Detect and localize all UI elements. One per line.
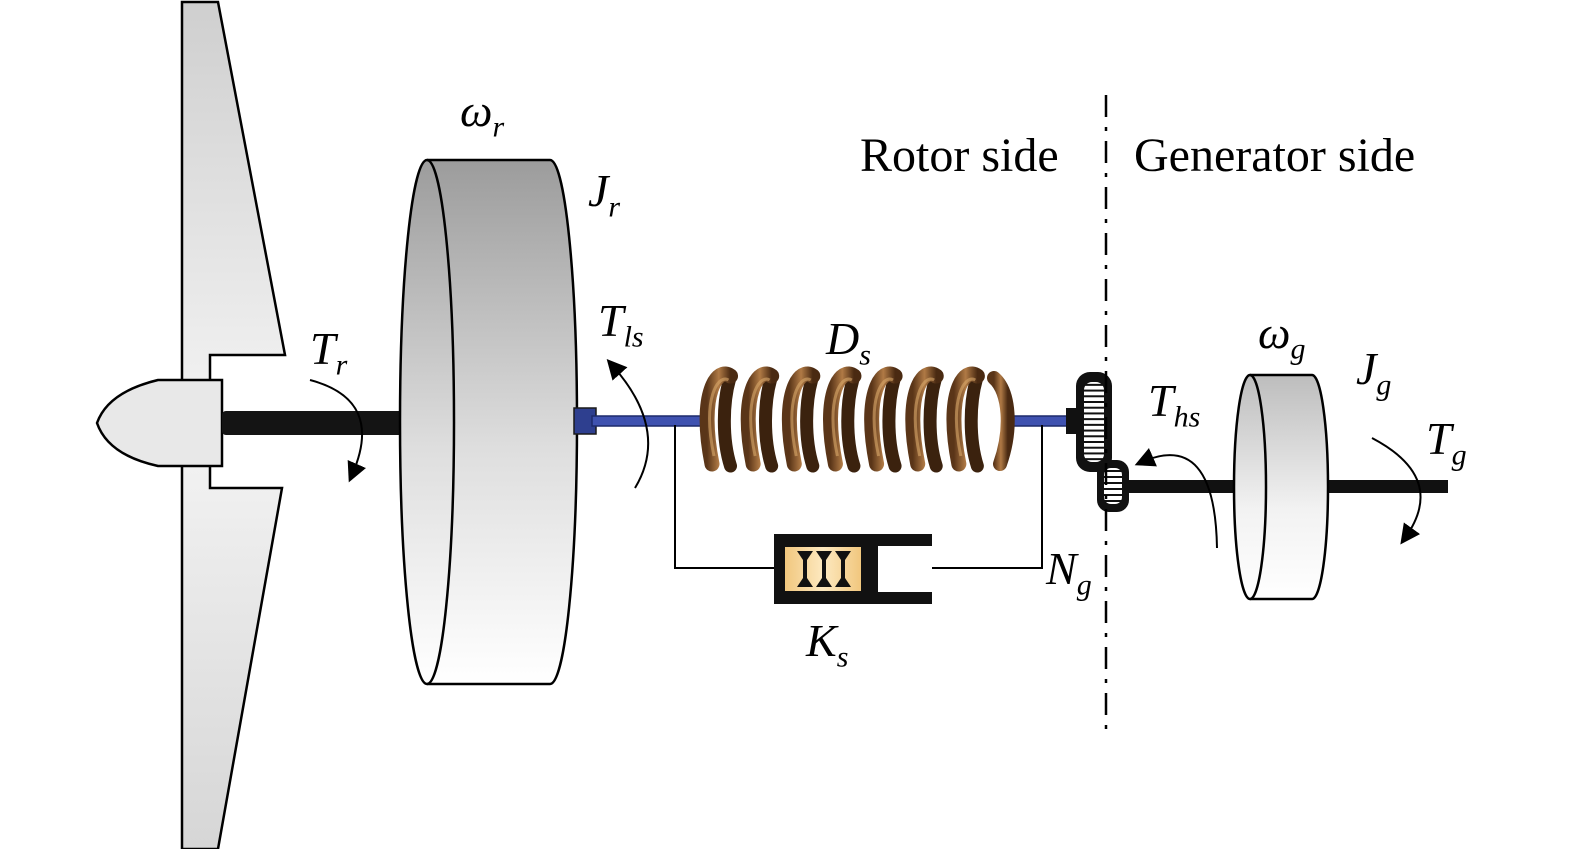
label-T-g: Tg — [1426, 413, 1467, 472]
spring-coil-front — [823, 366, 862, 472]
large-gear-tooth — [1084, 395, 1104, 398]
spring-coil-front — [781, 366, 821, 472]
spring-coil-back — [923, 369, 943, 473]
hub-nose-cone — [95, 378, 224, 468]
small-gear-tooth — [1104, 470, 1122, 472]
spring-highlight — [955, 377, 977, 457]
spring-highlight — [872, 377, 894, 457]
small-gear-tooth — [1104, 500, 1122, 502]
label-T-r: Tr — [310, 323, 348, 382]
low-speed-shaft — [573, 407, 1075, 435]
damper-linkage — [674, 425, 1043, 569]
spring-highlight — [831, 377, 853, 457]
label-omega-r: ωr — [460, 85, 505, 144]
spring-coil-back — [964, 369, 984, 473]
label-omega-g: ωg — [1258, 307, 1306, 366]
turbine-blade — [180, 0, 287, 849]
low-speed-torque-arrow — [606, 359, 650, 489]
label-N-g: Ng — [1046, 543, 1092, 602]
rotor-inertia-disk — [398, 158, 579, 686]
spring-coil-back — [800, 369, 820, 473]
large-gear-tooth — [1084, 389, 1104, 392]
rotor-shaft — [222, 411, 436, 435]
high-speed-torque-arrow — [1134, 448, 1218, 549]
large-gear-tooth — [1084, 458, 1104, 461]
spring-highlight — [749, 377, 771, 457]
label-J-r: Jr — [588, 165, 621, 224]
label-T-ls: Tls — [598, 295, 644, 354]
spring-coil-front — [905, 366, 944, 472]
small-gear — [1097, 460, 1129, 512]
generator-torque-arrow — [1371, 437, 1422, 545]
spring-highlight — [790, 377, 812, 457]
shaft-damper — [774, 534, 932, 604]
spring-coil-back — [758, 369, 779, 473]
large-gear-tooth — [1084, 406, 1104, 409]
large-gear-tooth — [1084, 401, 1104, 403]
label-T-hs: Ths — [1148, 375, 1201, 434]
gearbox — [1066, 372, 1129, 512]
rotor-side-label: Rotor side — [860, 129, 1059, 182]
small-gear-tooth — [1104, 488, 1122, 490]
spring-coil-back — [717, 369, 738, 473]
small-gear-tooth — [1104, 494, 1122, 496]
spring-coil-front — [864, 366, 903, 472]
large-gear-tooth — [1084, 441, 1104, 443]
generator-shaft — [1326, 480, 1448, 493]
spring-coil-end — [987, 371, 1015, 471]
spring-coil-front — [946, 366, 985, 472]
large-gear-tooth — [1084, 435, 1104, 438]
large-gear-tooth — [1084, 429, 1104, 432]
small-gear-tooth — [1104, 482, 1122, 484]
generator-side-label: Generator side — [1134, 129, 1416, 182]
generator-inertia-disk — [1232, 373, 1330, 601]
shaft-spring — [699, 366, 1015, 473]
spring-coil-back — [841, 369, 861, 473]
large-gear-tooth — [1084, 452, 1104, 455]
label-D-s: Ds — [826, 313, 871, 372]
spring-highlight — [913, 377, 935, 457]
small-gear-tooth — [1104, 476, 1122, 478]
large-gear-tooth — [1084, 412, 1104, 415]
spring-coil-back — [882, 369, 902, 473]
spring-highlight — [708, 377, 730, 457]
label-K-s: Ks — [806, 615, 849, 674]
spring-coil-front — [699, 366, 739, 472]
rotor-torque-arrow — [309, 379, 366, 483]
large-gear-tooth — [1084, 446, 1104, 449]
large-gear-tooth — [1084, 383, 1104, 386]
spring-coil-front — [740, 366, 780, 472]
large-gear-tooth — [1084, 423, 1104, 426]
large-gear-tooth — [1084, 418, 1104, 421]
high-speed-shaft — [1128, 480, 1252, 493]
label-J-g: Jg — [1356, 343, 1392, 402]
